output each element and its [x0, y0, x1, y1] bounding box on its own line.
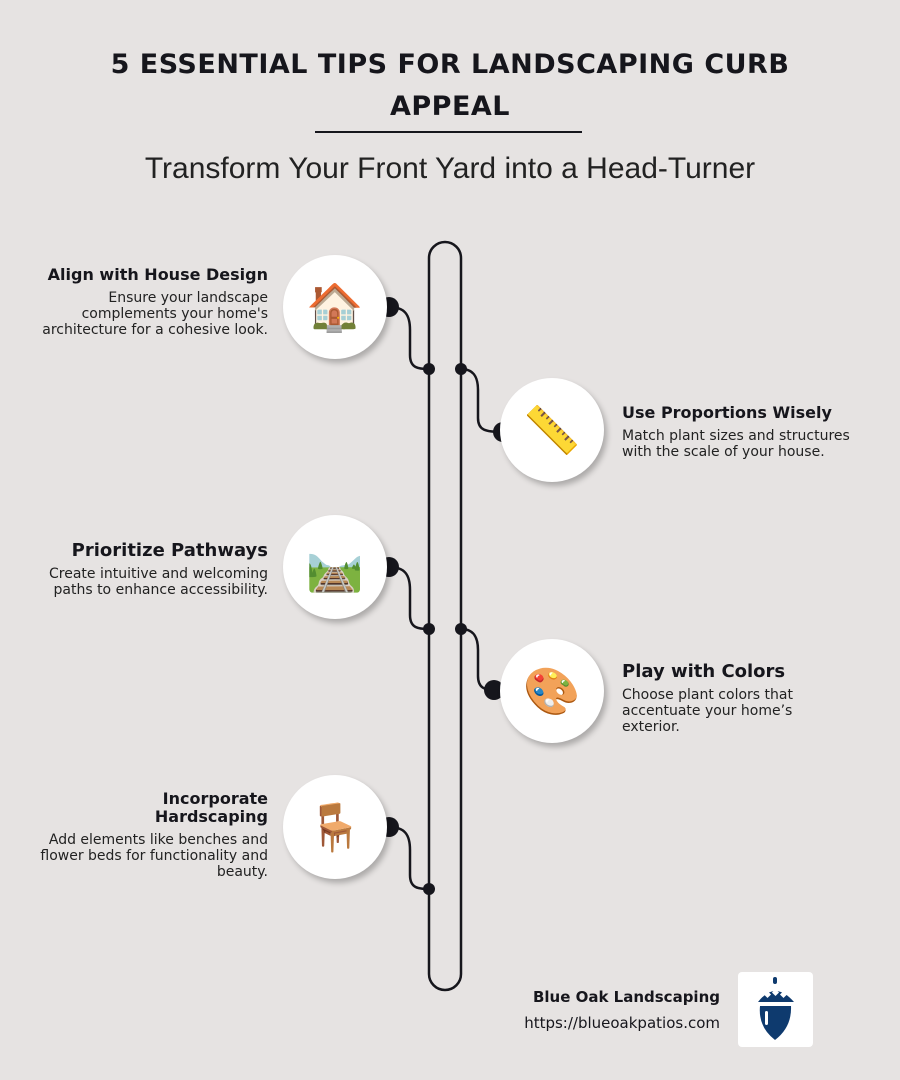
junction-dot — [423, 623, 435, 635]
tip-title: Incorporate Hardscaping — [154, 789, 268, 826]
ruler-icon: 📏 — [500, 378, 604, 482]
tip-text: Ensure your landscape complements your h… — [42, 290, 268, 338]
railway-track-icon: 🛤️ — [283, 515, 387, 619]
house-icon: 🏠 — [283, 255, 387, 359]
junction-dot — [423, 363, 435, 375]
page-title: 5 ESSENTIAL TIPS FOR LANDSCAPING CURB AP… — [110, 49, 790, 122]
connector-3 — [388, 565, 430, 631]
connector-1 — [388, 305, 430, 371]
tip-text: Match plant sizes and structures with th… — [622, 428, 850, 460]
tip-incorporate-hardscaping: Incorporate Hardscaping Add elements lik… — [38, 789, 268, 881]
brand-name: Blue Oak Landscaping — [532, 988, 720, 1006]
brand-url[interactable]: https://blueoakpatios.com — [524, 1014, 720, 1032]
tip-use-proportions: Use Proportions Wisely Match plant sizes… — [622, 403, 852, 461]
junction-dot — [423, 883, 435, 895]
junction-dot — [455, 363, 467, 375]
tip-prioritize-pathways: Prioritize Pathways Create intuitive and… — [38, 540, 268, 599]
tip-align-house-design: Align with House Design Ensure your land… — [38, 265, 268, 339]
node-dot — [484, 680, 504, 700]
title-divider — [315, 131, 582, 133]
brand-block: Blue Oak Landscaping https://blueoakpati… — [524, 988, 720, 1032]
tip-play-with-colors: Play with Colors Choose plant colors tha… — [622, 661, 852, 736]
connector-5 — [388, 825, 430, 891]
tip-title: Play with Colors — [622, 661, 786, 682]
tip-text: Create intuitive and welcoming paths to … — [48, 566, 268, 598]
palette-icon: 🎨 — [500, 639, 604, 743]
chair-icon: 🪑 — [283, 775, 387, 879]
connector-4 — [460, 627, 495, 692]
timeline-loop — [427, 240, 463, 992]
tip-text: Add elements like benches and flower bed… — [40, 832, 268, 880]
tip-title: Align with House Design — [47, 265, 268, 284]
acorn-logo-icon — [738, 972, 813, 1047]
tip-text: Choose plant colors that accentuate your… — [622, 687, 793, 735]
tip-title: Use Proportions Wisely — [622, 403, 832, 422]
connector-2 — [460, 367, 504, 434]
tip-title: Prioritize Pathways — [71, 540, 268, 561]
page-subtitle: Transform Your Front Yard into a Head-Tu… — [144, 152, 756, 185]
junction-dot — [455, 623, 467, 635]
